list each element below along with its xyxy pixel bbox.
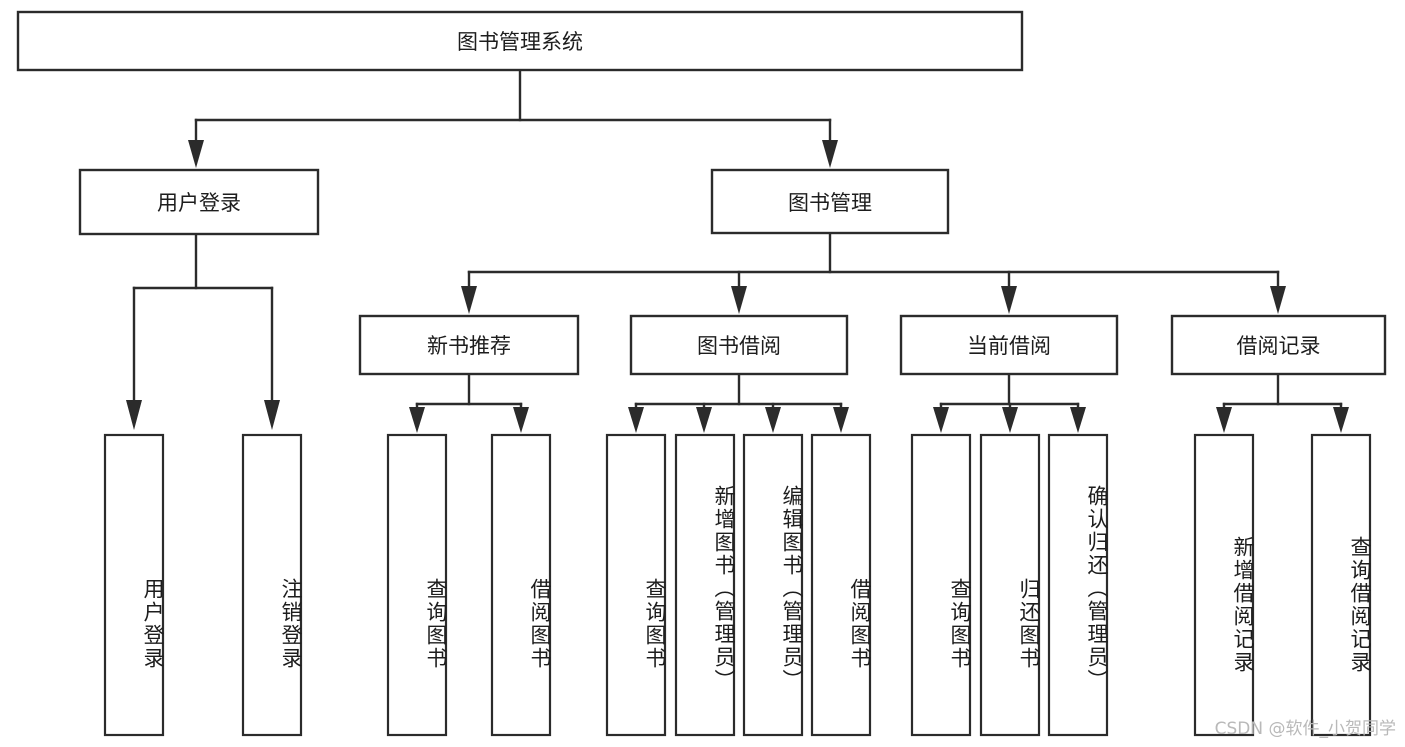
- node-leaf-logout[interactable]: [241, 433, 303, 737]
- node-leaf-query-record[interactable]: [1310, 433, 1372, 737]
- arrowhead-leaf-logout: [264, 400, 280, 430]
- node-book-manage[interactable]: [710, 168, 950, 235]
- arrowhead-book-manage: [822, 140, 838, 168]
- arrowhead-leaf-borrow-book-2: [833, 407, 849, 433]
- arrowhead-leaf-borrow-book-1: [513, 407, 529, 433]
- node-leaf-borrow-book-2[interactable]: [810, 433, 872, 737]
- node-user-login[interactable]: [78, 168, 320, 236]
- node-leaf-query-book-2[interactable]: [605, 433, 667, 737]
- node-leaf-query-book-1[interactable]: [386, 433, 448, 737]
- arrowhead-leaf-query-book-2: [628, 407, 644, 433]
- arrowhead-leaf-add-record: [1216, 407, 1232, 433]
- arrowhead-borrow-record: [1270, 286, 1286, 314]
- node-leaf-edit-book[interactable]: [742, 433, 804, 737]
- arrowhead-book-borrow: [731, 286, 747, 314]
- node-leaf-return-book[interactable]: [979, 433, 1041, 737]
- arrowhead-leaf-query-book-1: [409, 407, 425, 433]
- arrowhead-leaf-add-book: [696, 407, 712, 433]
- arrowhead-user-login: [188, 140, 204, 168]
- connector-group: [126, 68, 1349, 433]
- node-leaf-confirm-return[interactable]: [1047, 433, 1109, 737]
- node-leaf-add-book[interactable]: [674, 433, 736, 737]
- node-root[interactable]: [16, 10, 1024, 72]
- arrowhead-current-borrow: [1001, 286, 1017, 314]
- node-leaf-user-login[interactable]: [103, 433, 165, 737]
- node-book-borrow[interactable]: [629, 314, 849, 376]
- node-leaf-query-book-3[interactable]: [910, 433, 972, 737]
- node-current-borrow[interactable]: [899, 314, 1119, 376]
- node-box-group: [16, 10, 1387, 737]
- arrowhead-leaf-query-book-3: [933, 407, 949, 433]
- arrowhead-new-book-rec: [461, 286, 477, 314]
- arrowhead-leaf-confirm-return: [1070, 407, 1086, 433]
- node-new-book-rec[interactable]: [358, 314, 580, 376]
- node-leaf-borrow-book-1[interactable]: [490, 433, 552, 737]
- arrowhead-leaf-return-book: [1002, 407, 1018, 433]
- node-borrow-record[interactable]: [1170, 314, 1387, 376]
- arrowhead-leaf-query-record: [1333, 407, 1349, 433]
- node-leaf-add-record[interactable]: [1193, 433, 1255, 737]
- watermark-label: CSDN @软件_小贺同学: [1215, 719, 1396, 739]
- arrowhead-leaf-user-login: [126, 400, 142, 430]
- arrowhead-leaf-edit-book: [765, 407, 781, 433]
